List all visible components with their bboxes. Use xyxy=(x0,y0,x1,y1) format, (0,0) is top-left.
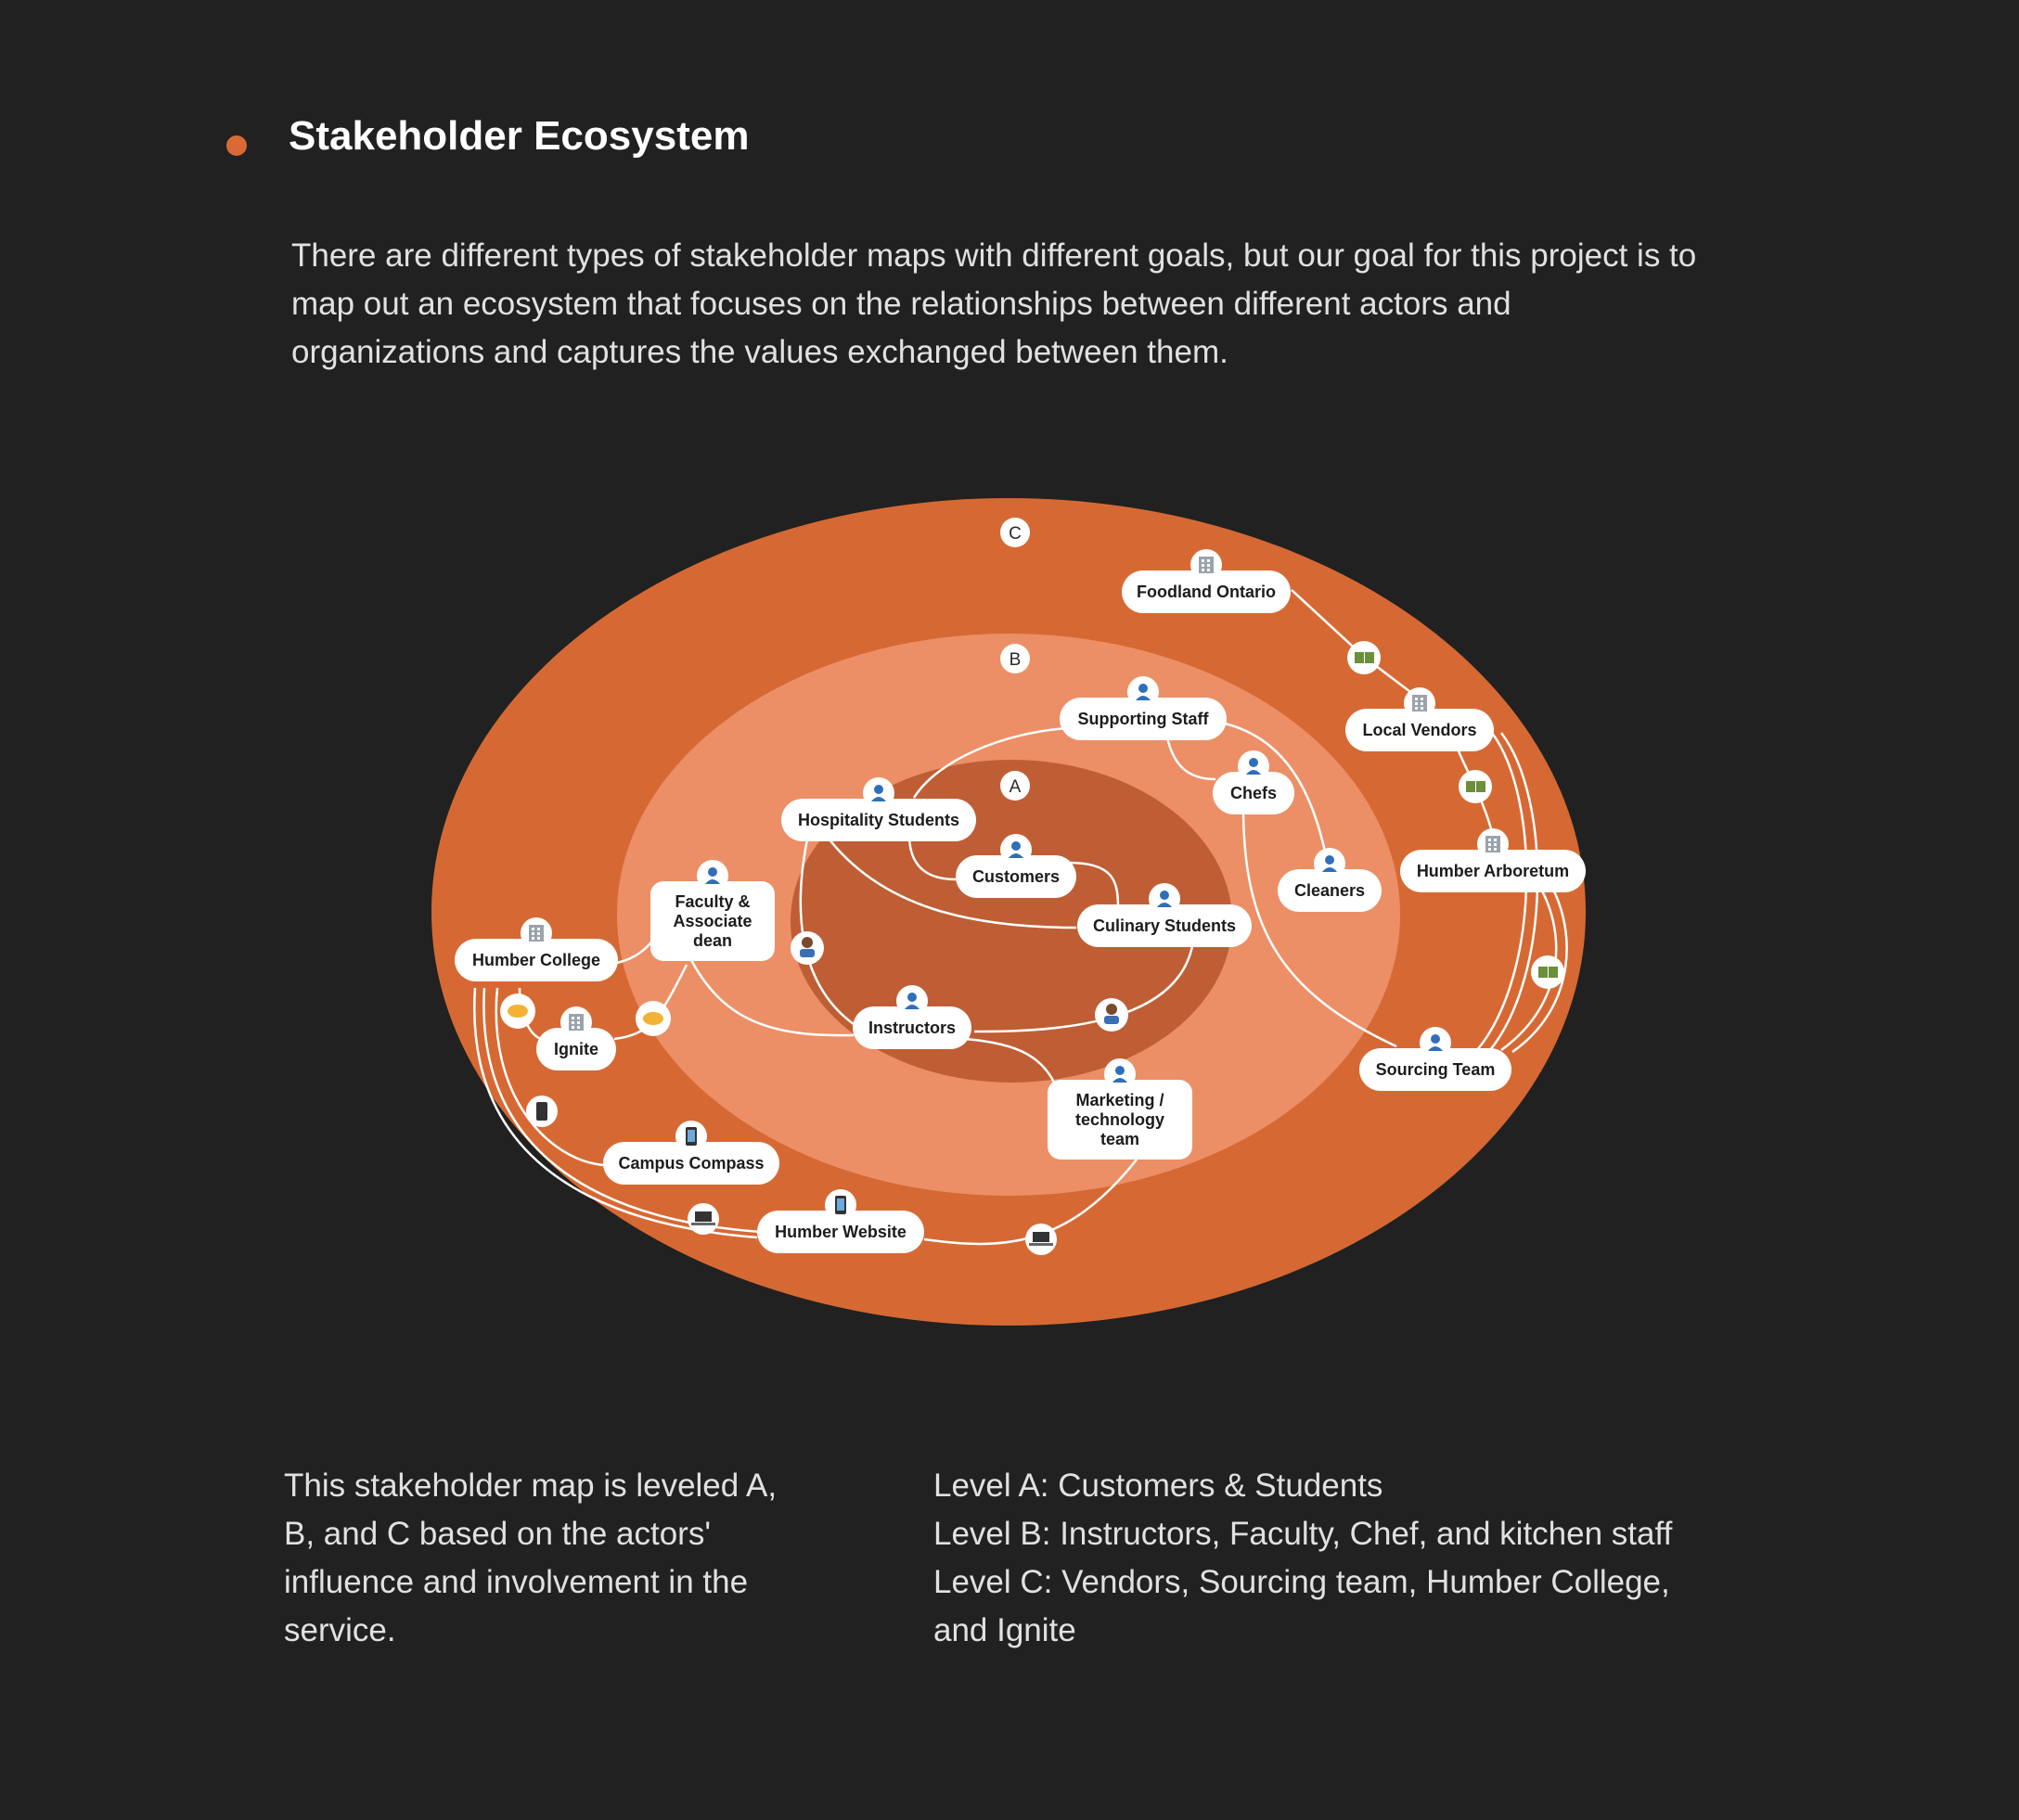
edge-arboretum-sourcing-2 xyxy=(1511,878,1568,1054)
node-label: Supporting Staff xyxy=(1078,710,1210,728)
node-label: Local Vendors xyxy=(1362,721,1476,739)
node-label: Associate xyxy=(673,912,752,930)
person-icon xyxy=(1149,883,1180,915)
edge-instructors-marketing xyxy=(964,1037,1060,1091)
person-icon xyxy=(1314,848,1345,879)
money-icon xyxy=(1531,955,1564,989)
node-label: Humber Website xyxy=(775,1223,907,1241)
money-icon xyxy=(1459,770,1492,803)
money-badges xyxy=(1347,641,1564,989)
edge-staff-cleaners xyxy=(1224,722,1331,868)
node-label: technology xyxy=(1075,1110,1164,1129)
svg-text:A: A xyxy=(1010,777,1022,797)
edge-customers-culinary xyxy=(1068,861,1120,908)
money-icon xyxy=(1347,641,1381,674)
level-label-b: B xyxy=(1000,644,1030,673)
level-list: Level A: Customers & Students Level B: I… xyxy=(933,1462,1750,1655)
node-ignite: Ignite xyxy=(536,1006,616,1070)
building-icon xyxy=(560,1006,592,1038)
person-icon xyxy=(863,777,894,809)
node-label: team xyxy=(1100,1130,1139,1148)
node-culinary-students: Culinary Students xyxy=(1077,883,1252,947)
node-humber-arboretum: Humber Arboretum xyxy=(1400,828,1586,892)
edge-hospitality-customers xyxy=(907,834,957,881)
level-label-a: A xyxy=(1000,771,1030,801)
node-label: Campus Compass xyxy=(618,1154,764,1173)
person-icon xyxy=(1238,750,1269,782)
person-icon xyxy=(1104,1058,1136,1090)
node-chefs: Chefs xyxy=(1213,750,1294,814)
building-icon xyxy=(521,917,552,949)
phone-icon xyxy=(526,1096,558,1127)
summary-description: This stakeholder map is leveled A, B, an… xyxy=(284,1468,778,1648)
level-list-item: Level B: Instructors, Faculty, Chef, and… xyxy=(933,1516,1673,1552)
node-instructors: Instructors xyxy=(853,985,971,1049)
teacher-icon xyxy=(791,931,824,965)
bullet-dot xyxy=(226,135,247,156)
person-icon xyxy=(896,985,928,1017)
edge-staff-hospitality xyxy=(912,726,1068,799)
node-label: Humber College xyxy=(472,951,600,969)
laptop-icon xyxy=(1025,1224,1057,1255)
teacher-icon xyxy=(1095,998,1128,1032)
handshake-icon xyxy=(636,1001,671,1036)
edge-instructors-faculty xyxy=(689,959,855,1037)
device-badges xyxy=(526,931,1128,1255)
node-campus-compass: Campus Compass xyxy=(603,1121,779,1185)
node-label: Sourcing Team xyxy=(1376,1060,1496,1079)
section-title: Stakeholder Ecosystem xyxy=(289,113,750,159)
level-label-c: C xyxy=(1000,518,1030,547)
edge-chefs-sourcing xyxy=(1241,806,1397,1048)
node-local-vendors: Local Vendors xyxy=(1345,687,1494,751)
level-list-item: Level A: Customers & Students xyxy=(933,1468,1383,1504)
person-icon xyxy=(697,860,728,891)
person-icon xyxy=(1000,834,1032,865)
node-label: Culinary Students xyxy=(1093,916,1236,935)
node-label: Hospitality Students xyxy=(798,811,959,829)
node-label: Instructors xyxy=(868,1019,956,1037)
level-list-item: and Ignite xyxy=(933,1612,1076,1648)
node-label: Customers xyxy=(972,867,1060,886)
node-label: Marketing / xyxy=(1075,1091,1164,1109)
edge-hospitality-culinary xyxy=(825,834,1077,929)
node-cleaners: Cleaners xyxy=(1278,848,1382,912)
node-label: Cleaners xyxy=(1294,881,1365,900)
node-sourcing-team: Sourcing Team xyxy=(1359,1027,1511,1091)
phone-icon xyxy=(675,1121,707,1152)
laptop-icon xyxy=(688,1203,719,1235)
section-header: Stakeholder Ecosystem xyxy=(226,113,749,159)
node-foodland-ontario: Foodland Ontario xyxy=(1122,549,1291,613)
intro-paragraph: There are different types of stakeholder… xyxy=(291,237,1697,370)
node-customers: Customers xyxy=(956,834,1076,898)
node-label: Chefs xyxy=(1230,784,1277,802)
building-icon xyxy=(1404,687,1435,719)
edge-college-compass xyxy=(495,987,604,1167)
node-humber-college: Humber College xyxy=(455,917,618,981)
connections xyxy=(473,589,1568,1246)
node-label: Humber Arboretum xyxy=(1417,862,1569,880)
node-label: Ignite xyxy=(554,1040,598,1058)
phone-icon xyxy=(825,1189,856,1221)
handshake-icon xyxy=(500,993,535,1029)
node-supporting-staff: Supporting Staff xyxy=(1060,676,1227,740)
level-list-item: Level C: Vendors, Sourcing team, Humber … xyxy=(933,1564,1670,1600)
edge-staff-chefs xyxy=(1165,737,1216,781)
person-icon xyxy=(1127,676,1159,708)
node-label: dean xyxy=(693,931,732,950)
person-icon xyxy=(1420,1027,1451,1058)
node-humber-website: Humber Website xyxy=(757,1189,924,1253)
building-icon xyxy=(1477,828,1509,860)
handshake-badges xyxy=(500,993,671,1036)
svg-text:C: C xyxy=(1009,524,1022,544)
node-label: Faculty & xyxy=(675,892,750,911)
building-icon xyxy=(1190,549,1222,581)
node-label: Foodland Ontario xyxy=(1137,583,1276,601)
svg-text:B: B xyxy=(1010,650,1022,670)
node-hospitality-students: Hospitality Students xyxy=(781,777,976,841)
